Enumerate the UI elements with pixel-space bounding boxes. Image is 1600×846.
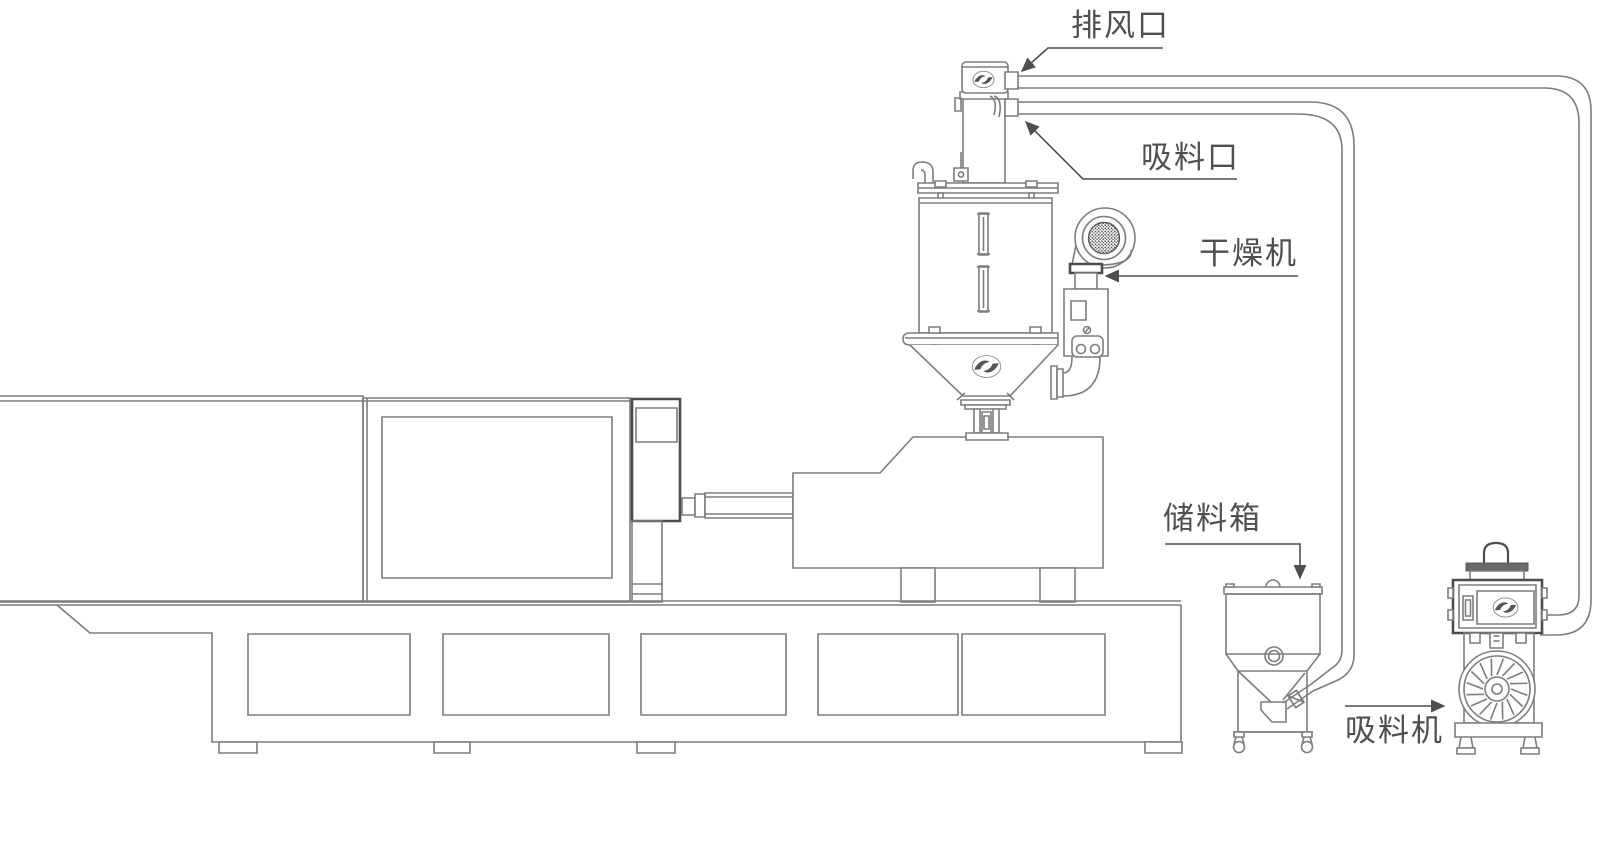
clamping-unit	[0, 396, 630, 602]
injection-molding-machine	[0, 396, 1182, 753]
base-door	[962, 634, 1105, 715]
injection-unit	[793, 437, 1103, 602]
injection-barrel	[682, 493, 793, 518]
hopper-loader-receiver	[913, 62, 1058, 212]
suction-probe	[1283, 685, 1313, 709]
carry-handle	[1484, 543, 1508, 563]
label-leaders	[1020, 48, 1446, 713]
dryer-return-elbow	[1051, 357, 1100, 399]
machine-base	[0, 601, 1182, 753]
hopper-dryer	[1051, 208, 1135, 399]
base-foot	[637, 742, 675, 753]
caster-wheel	[1234, 732, 1245, 753]
suction-port-fitting	[1005, 99, 1018, 116]
label-suction-machine: 吸料机	[1345, 713, 1444, 749]
machine-foot	[1521, 737, 1539, 754]
machine-base-frame	[1455, 723, 1542, 737]
label-suction-port: 吸料口	[1141, 140, 1240, 176]
base-door	[248, 634, 410, 715]
sight-glass	[977, 213, 990, 255]
storage-box	[1224, 580, 1322, 753]
label-dryer: 干燥机	[1199, 236, 1298, 272]
base-foot	[434, 742, 470, 753]
drying-hopper	[903, 198, 1058, 440]
platen-column	[632, 399, 680, 602]
base-foot	[219, 742, 257, 753]
hopper-discharge	[957, 393, 1014, 440]
dryer-blower	[1070, 208, 1135, 289]
dryer-control-box	[1064, 289, 1108, 357]
label-storage-box: 储料箱	[1163, 501, 1262, 537]
exhaust-port-fitting	[1005, 72, 1018, 89]
label-exhaust-port: 排风口	[1071, 8, 1170, 44]
sight-glass	[977, 266, 990, 312]
caster-wheel	[1302, 732, 1313, 753]
vacuum-suction-machine	[1448, 543, 1547, 754]
suction-pipe	[1018, 102, 1354, 691]
base-door	[443, 634, 609, 715]
discharge-chute	[1261, 702, 1286, 722]
base-door	[641, 634, 786, 715]
lid	[1466, 563, 1528, 571]
exhaust-pipe	[1018, 76, 1591, 635]
base-door	[818, 634, 958, 715]
machine-foot	[1457, 737, 1475, 754]
base-foot	[1145, 742, 1182, 753]
cooling-fan	[1459, 651, 1535, 727]
safety-door-window	[382, 417, 612, 578]
